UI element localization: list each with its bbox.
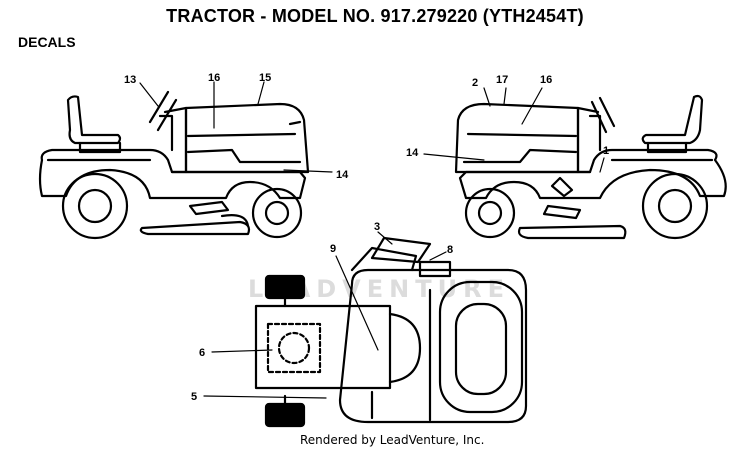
tractor-top-view	[203, 231, 528, 428]
callout-1: 1	[603, 145, 609, 157]
callout-16-left: 16	[208, 72, 220, 84]
footer-credit: Rendered by LeadVenture, Inc.	[300, 433, 485, 447]
callout-9: 9	[330, 243, 336, 255]
left-tractor-side-view	[38, 81, 333, 240]
callout-15: 15	[259, 72, 271, 84]
callout-3: 3	[374, 221, 380, 233]
callout-17: 17	[496, 74, 508, 86]
callout-13: 13	[124, 74, 136, 86]
callout-2: 2	[472, 77, 478, 89]
callout-6: 6	[199, 347, 205, 359]
callout-5: 5	[191, 391, 197, 403]
section-heading: DECALS	[18, 34, 76, 50]
callout-14-right: 14	[406, 147, 419, 159]
callout-14-left: 14	[336, 169, 349, 181]
callout-8: 8	[447, 244, 453, 256]
callout-16-right: 16	[540, 74, 552, 86]
right-tractor-side-view	[423, 87, 727, 240]
page-title: TRACTOR - MODEL NO. 917.279220 (YTH2454T…	[166, 6, 584, 26]
